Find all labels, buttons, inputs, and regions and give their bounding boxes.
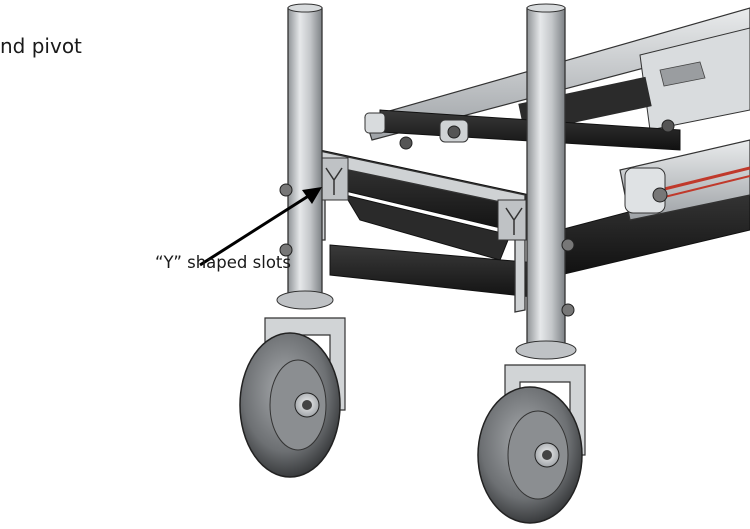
left-pole	[279, 3, 323, 299]
right-pole	[526, 3, 575, 349]
right-caster	[477, 340, 586, 524]
pivot-hardware	[364, 112, 675, 150]
slots-callout-label: “Y” shaped slots	[155, 253, 291, 272]
side-rail	[619, 139, 750, 221]
left-caster	[239, 290, 346, 478]
callout-arrow	[199, 187, 322, 267]
top-caption-fragment: nd pivot	[0, 34, 82, 58]
